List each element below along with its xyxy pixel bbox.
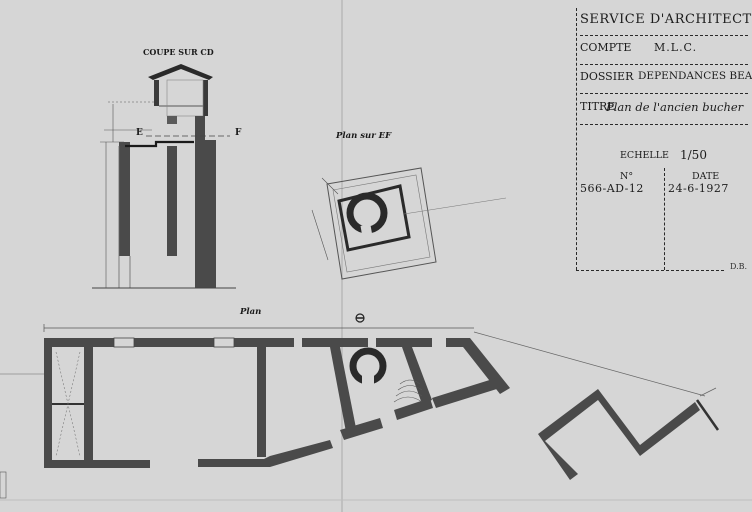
- section-right-wall: [195, 116, 205, 288]
- date-label: DATE: [692, 171, 720, 182]
- section-left-wall: [119, 142, 130, 256]
- service-name: SERVICE D'ARCHITECTURE: [580, 12, 752, 27]
- plan-ef-drawing: Plan sur EF: [311, 131, 507, 280]
- numero-value: 566-AD-12: [580, 182, 644, 195]
- dossier-value: DEPENDANCES BEAUREVE: [638, 70, 752, 82]
- section-drawing: COUPE SUR CD E F: [92, 47, 242, 289]
- plan-top-wall: [44, 338, 114, 347]
- section-inner-wall: [167, 146, 177, 256]
- title-block-divider: [664, 168, 665, 270]
- ground-plan-drawing: Plan: [0, 307, 720, 499]
- compte-label: COMPTE: [580, 41, 632, 54]
- titre-label: TITRE: [580, 100, 616, 113]
- section-roof: [148, 64, 213, 80]
- date-value: 24-6-1927: [668, 182, 729, 195]
- numero-label: N°: [620, 171, 634, 182]
- compte-value: M.L.C.: [654, 41, 698, 54]
- echelle-label: ECHELLE: [620, 150, 669, 161]
- title-block-left-border: [576, 8, 577, 270]
- titre-value: Plan de l'ancien bucher: [606, 100, 744, 114]
- title-block: SERVICE D'ARCHITECTURE COMPTE M.L.C. DOS…: [576, 8, 752, 272]
- plan-ef-walls: [337, 184, 411, 252]
- plan-title: Plan: [239, 307, 261, 317]
- section-title: COUPE SUR CD: [143, 47, 214, 57]
- title-block-bottom-border: [576, 270, 724, 271]
- echelle-value: 1/50: [680, 148, 707, 162]
- draftsman-signature: D.B.: [730, 262, 748, 271]
- plan-ef-title: Plan sur EF: [335, 131, 392, 141]
- plan-zigzag-wall: [538, 389, 700, 480]
- plan-ef-outer-square: [326, 167, 437, 280]
- section-label-e: E: [136, 128, 143, 138]
- section-label-f: F: [235, 128, 242, 138]
- dossier-label: DOSSIER: [580, 70, 634, 83]
